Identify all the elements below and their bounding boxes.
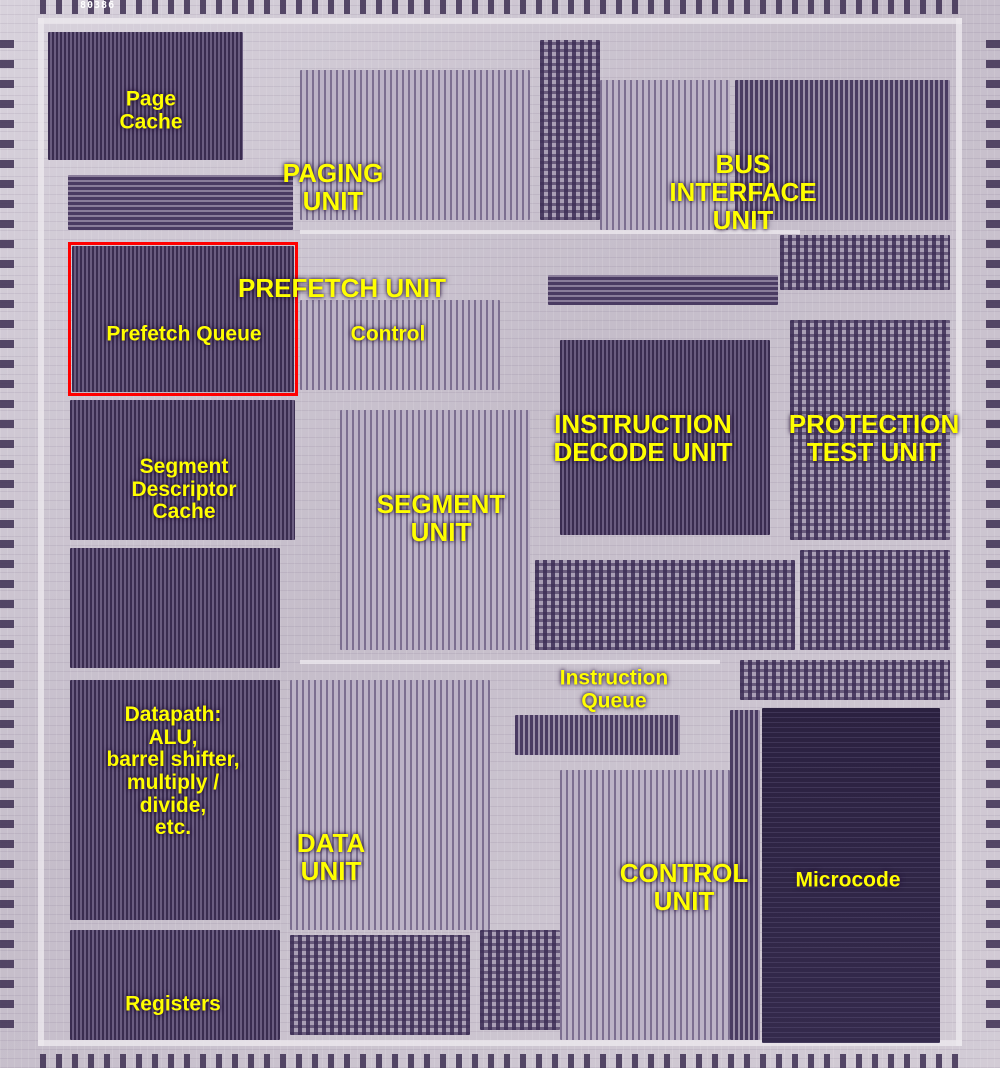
label-control-unit: CONTROL UNIT <box>619 857 749 916</box>
paging-logic-block <box>300 70 530 220</box>
pad-ring-bottom <box>40 1054 960 1068</box>
microcode-rom-block <box>762 708 940 1043</box>
label-microcode: Microcode <box>795 868 901 892</box>
tlb-block <box>68 175 293 230</box>
segment-logic-block <box>340 410 530 650</box>
protection-control-block <box>800 550 950 650</box>
label-registers: Registers <box>125 992 221 1016</box>
registers-block <box>70 930 280 1040</box>
trace-top <box>38 18 962 24</box>
bus-logic-block <box>600 80 730 230</box>
control-unit-block <box>560 770 730 1040</box>
trace-bottom <box>38 1040 962 1046</box>
label-instruction-queue: Instruction Queue <box>559 666 669 712</box>
decode-bus-block <box>548 275 778 305</box>
label-bus-interface-unit: BUS INTERFACE UNIT <box>669 148 817 236</box>
pad-ring-top <box>40 0 960 14</box>
label-prefetch-unit: PREFETCH UNIT <box>238 272 446 303</box>
trace-mid-1 <box>300 230 800 234</box>
datapath-upper-block <box>70 548 280 668</box>
prefetch-queue-block <box>72 246 294 392</box>
label-instruction-decode-unit: INSTRUCTION DECODE UNIT <box>553 408 733 467</box>
label-data-unit: DATA UNIT <box>296 827 366 886</box>
datapath-block <box>70 680 280 920</box>
label-control: Control <box>350 322 426 346</box>
instruction-queue-block <box>515 715 680 755</box>
instruction-decode-block <box>560 340 770 535</box>
bus-io-block <box>780 235 950 290</box>
protection-test-block <box>790 320 950 540</box>
chip-marking: 80386 <box>80 0 116 11</box>
label-protection-test-unit: PROTECTION TEST UNIT <box>788 408 960 467</box>
segment-descriptor-cache-block <box>70 400 295 540</box>
label-segment-descriptor-cache: Segment Descriptor Cache <box>131 454 237 524</box>
data-unit-block <box>290 680 490 930</box>
label-page-cache: Page Cache <box>119 87 183 133</box>
trace-left <box>38 18 44 1046</box>
label-paging-unit: PAGING UNIT <box>282 157 384 216</box>
bus-driver-block <box>735 80 950 220</box>
label-segment-unit: SEGMENT UNIT <box>376 488 506 547</box>
trace-right <box>956 18 962 1046</box>
data-unit-lower-block <box>290 935 470 1035</box>
control-side-block <box>480 930 560 1030</box>
trace-mid-2 <box>300 660 720 664</box>
pad-ring-right <box>986 40 1000 1028</box>
paging-side-block <box>540 40 600 220</box>
pad-ring-left <box>0 40 14 1028</box>
microcode-decoder-block <box>730 710 760 1040</box>
microcode-address-block <box>740 660 950 700</box>
page-cache-block <box>48 32 243 160</box>
segment-control-block <box>535 560 795 650</box>
prefetch-control-block <box>300 300 500 390</box>
prefetch-queue-highlight <box>68 242 298 396</box>
label-datapath: Datapath: ALU, barrel shifter, multiply … <box>106 702 240 840</box>
label-prefetch-queue: Prefetch Queue <box>106 322 262 346</box>
